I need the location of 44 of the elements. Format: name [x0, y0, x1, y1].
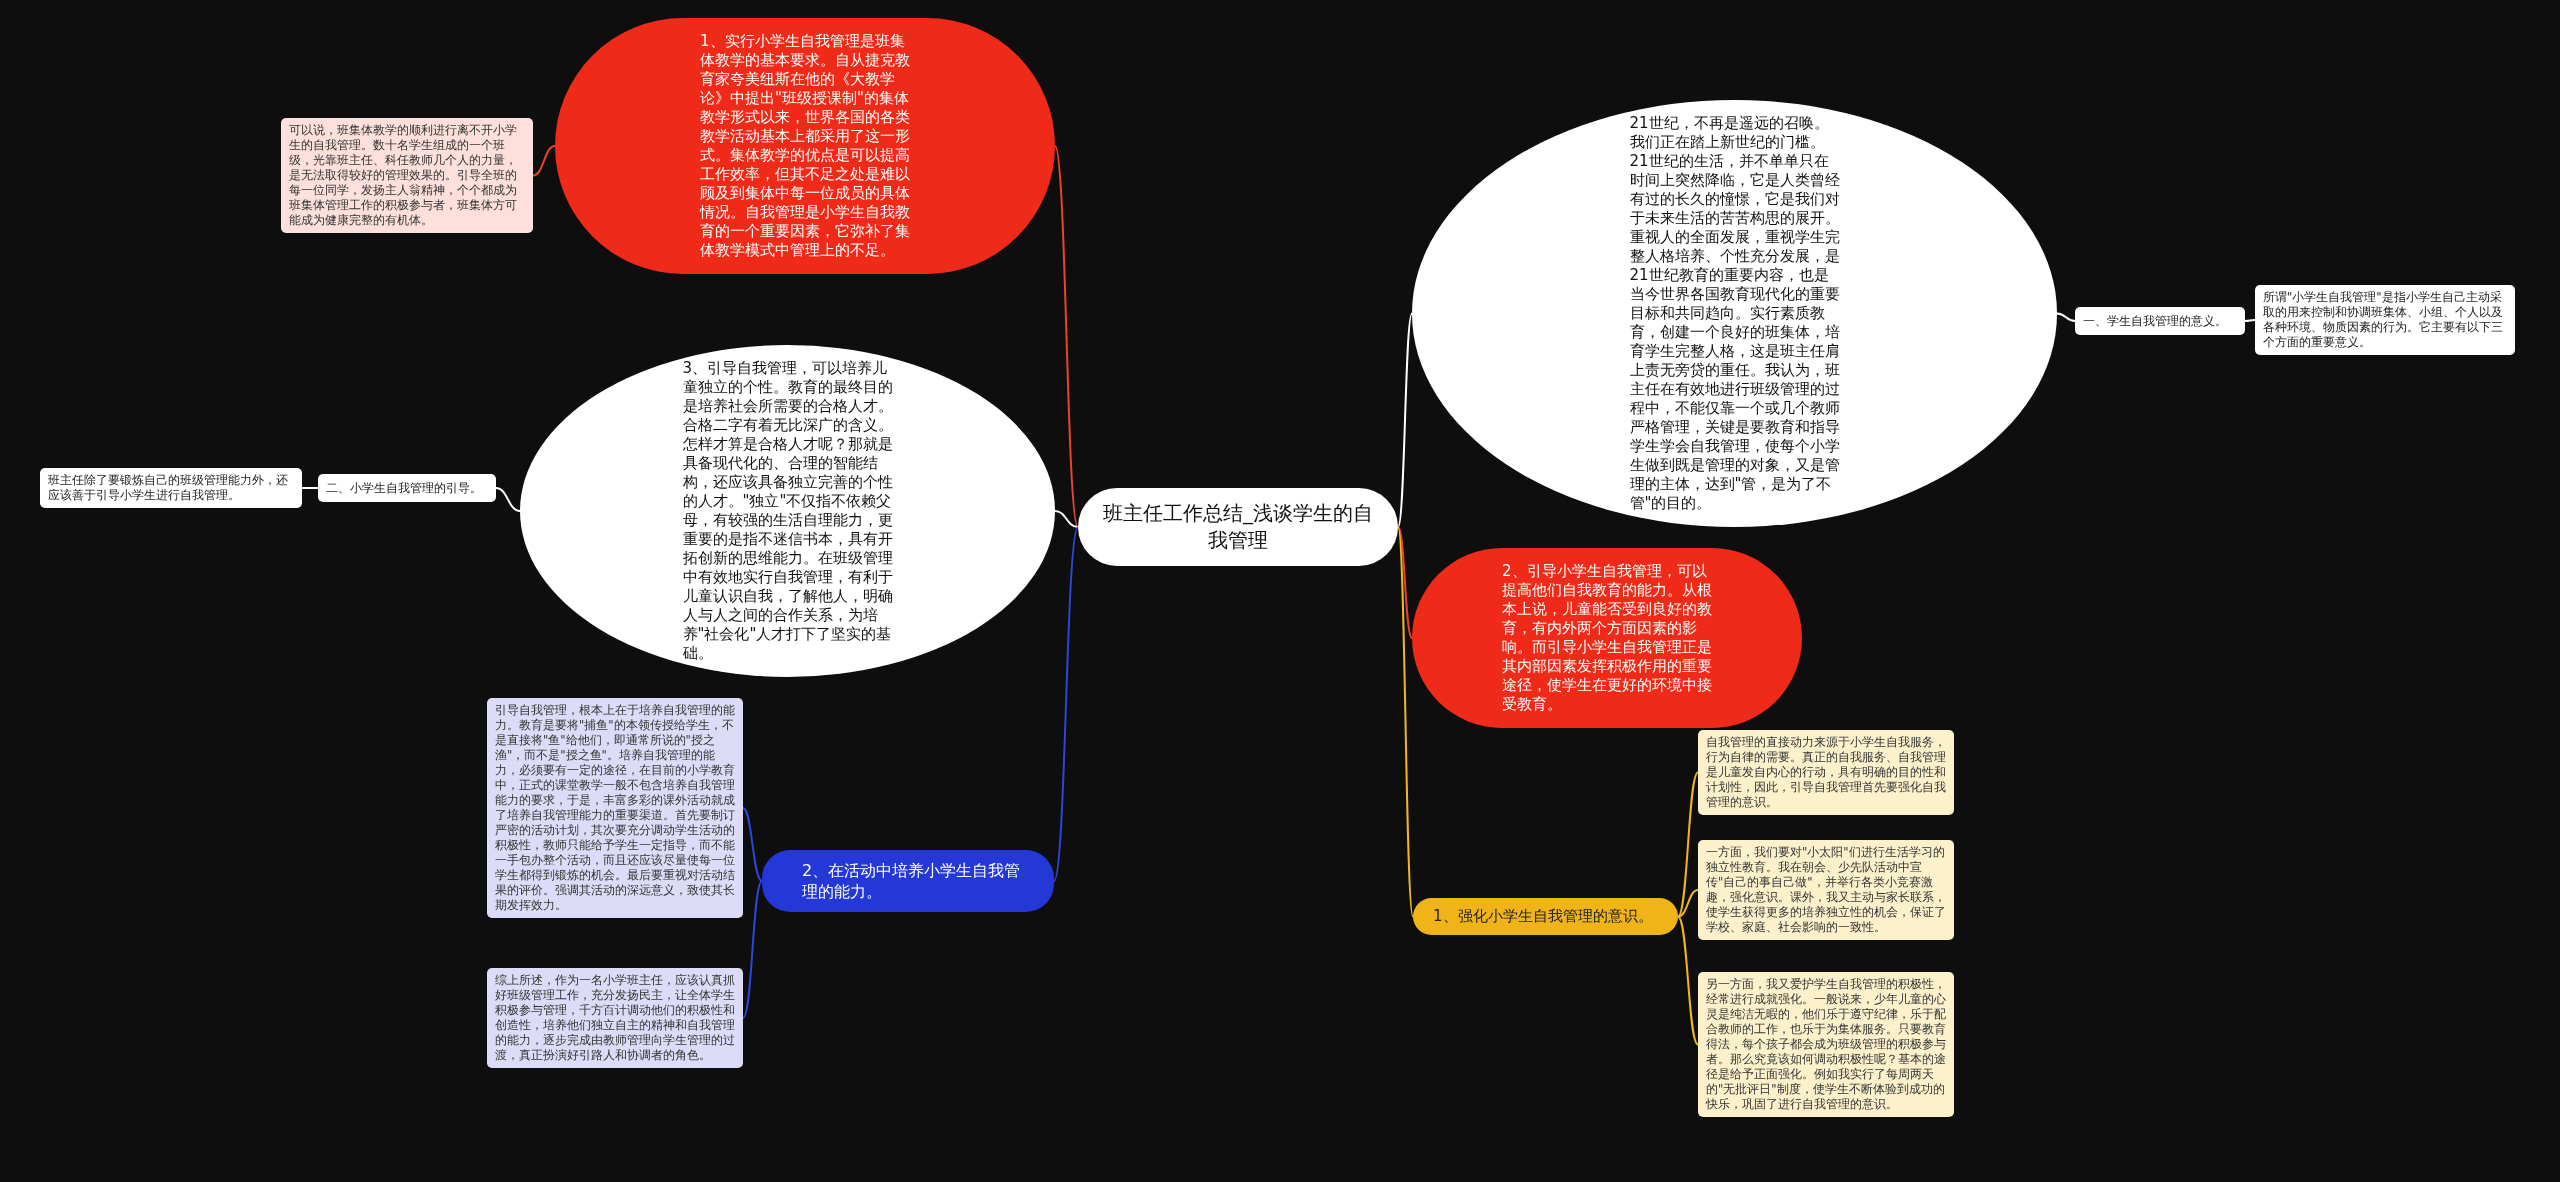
topic-text: 一方面，我们要对"小太阳"们进行生活学习的独立性教育。我在朝会、少先队活动中宣传"自己的事自己做"，并举行各类小竞赛激趣，强化意识。课外，我又主动与家长联系，使学生获得更多的培养独立性的机会，保证了学校、家庭、社会影响的一致性。 [1706, 845, 1946, 935]
note-card [487, 968, 743, 1068]
branch-line [1397, 526, 1413, 639]
topic-text: 二、小学生自我管理的引导。 [326, 480, 483, 496]
topic-text: 综上所述，作为一名小学班主任，应该认真抓好班级管理工作，充分发扬民主，让全体学生积极参与管理，千方百计调动他们的积极性和创造性，培养他们独立自主的精神和自我管理的能力，逐步完成由教师管理向学生管理的过渡，真正扮演好引路人和协调者的角色。 [495, 973, 735, 1063]
topic-text: 2、引导小学生自我管理，可以提高他们自我教育的能力。从根本上说，儿童能否受到良好的教育，有内外两个方面因素的影响。而引导小学生自我管理正是其内部因素发挥积极作用的重要途径，使学生在更好的环境中接受教育。 [1502, 562, 1712, 714]
branch-line [1677, 915, 1699, 1046]
note-card [281, 118, 533, 233]
branch-line [1677, 771, 1699, 918]
branch-line [1054, 510, 1079, 528]
branch-topic [1413, 898, 1678, 935]
topic-text: 3、引导自我管理，可以培养儿童独立的个性。教育的最终目的是培养社会所需要的合格人才。合格二字有着无比深广的含义。怎样才算是合格人才呢？那就是具备现代化的、合理的智能结构，还应该具备独立完善的个性的人才。"独立"不仅指不依赖父母，有较强的生活自理能力，更重要的是指不迷信书本，具有开拓创新的思维能力。在班级管理中有效地实行自我管理，有利于儿童认识自我，了解他人，明确人与人之间的合作关系，为培养"社会化"人才打下了坚实的基础。 [682, 359, 893, 663]
branch-line [742, 807, 763, 882]
branch-line [495, 487, 521, 512]
topic-text: 另一方面，我又爱护学生自我管理的积极性，经常进行成就强化。一般说来，少年儿童的心灵是纯洁无暇的，他们乐于遵守纪律，乐于配合教师的工作，也乐于为集体服务。只要教育得法，每个孩子都会成为班级管理的积极参与者。那么究竟该如何调动积极性呢？基本的途径是给予正面强化。例如我实行了每周两天的"无批评日"制度，使学生不断体验到成功的快乐，巩固了进行自我管理的意识。 [1706, 977, 1946, 1112]
topic-text: 班主任工作总结_浅谈学生的自我管理 [1102, 500, 1374, 554]
branch-topic [762, 850, 1054, 912]
note-card [1698, 730, 1954, 815]
branch-line [532, 145, 556, 177]
branch-topic [318, 474, 496, 502]
topic-text: 自我管理的直接动力来源于小学生自我服务，行为自律的需要。真正的自我服务、自我管理是儿童发自内心的行动，具有明确的目的性和计划性，因此，引导自我管理首先要强化自我管理的意识。 [1706, 735, 1946, 810]
central-topic [1078, 488, 1398, 566]
topic-text: 班主任除了要锻炼自己的班级管理能力外，还应该善于引导小学生进行自我管理。 [48, 473, 289, 503]
note-card [1698, 840, 1954, 940]
topic-text: 2、在活动中培养小学生自我管理的能力。 [802, 860, 1022, 902]
branch-line [2056, 312, 2076, 322]
topic-text: 引导自我管理，根本上在于培养自我管理的能力。教育是要将"捕鱼"的本领传授给学生，不是直接将"鱼"给他们，即通常所说的"授之渔"，而不是"授之鱼"。培养自我管理的能力，必须要有一定的途径，在目前的小学教育中，正式的课堂教学一般不包含培养自我管理能力的要求，于是，丰富多彩的课外活动就成了培养自我管理能力的重要渠道。首先要制订严密的活动计划，其次要充分调动学生活动的积极性，教师只能给予学生一定指导，而不能一手包办整个活动，而且还应该尽量使每一位学生都得到锻炼的机会。最后要重视对活动结果的评价。强调其活动的深远意义，致使其长期发挥效力。 [495, 703, 735, 913]
note-card [2255, 285, 2515, 355]
branch-line [1677, 889, 1699, 918]
topic-text: 1、实行小学生自我管理是班集体教学的基本要求。自从捷克教育家夸美纽斯在他的《大教学论》中提出"班级授课制"的集体教学形式以来，世界各国的各类教学活动基本上都采用了这一形式。集体教学的优点是可以提高工作效率，但其不足之处是难以顾及到集体中每一位成员的具体情况。自我管理是小学生自我教育的一个重要因素，它弥补了集体教学模式中管理上的不足。 [700, 32, 910, 260]
branch-line [1397, 526, 1414, 918]
note-card [40, 468, 302, 508]
branch-line [1397, 312, 1413, 528]
topic-text: 21世纪，不再是遥远的召唤。我们正在踏上新世纪的门槛。21世纪的生活，并不单单只在时间上突然降临，它是人类曾经有过的长久的憧憬，它是我们对于未来生活的苦苦构思的展开。重视人的全面发展，重视学生完整人格培养、个性充分发展，是21世纪教育的重要内容，也是当今世界各国教育现代化的重要目标和共同趋向。实行素质教育，创建一个良好的班集体，培育学生完整人格，这是班主任肩上责无旁贷的重任。我认为，班主任在有效地进行班级管理的过程中，不能仅靠一个或几个教师严格管理，关键是要教育和指导学生学会自我管理，使每个小学生做到既是管理的对象，又是管理的主体，达到"管，是为了不管"的目的。 [1629, 114, 1840, 513]
topic-text: 可以说，班集体教学的顺利进行离不开小学生的自我管理。数十名学生组成的一个班级，光靠班主任、科任教师几个人的力量，是无法取得较好的管理效果的。引导全班的每一位同学，发扬主人翁精神，个个都成为班集体管理工作的积极参与者，班集体方可能成为健康完整的有机体。 [289, 123, 518, 228]
branch-line [301, 487, 319, 489]
topic-text: 1、强化小学生自我管理的意识。 [1433, 906, 1654, 927]
branch-line [2244, 319, 2256, 322]
branch-line [1053, 526, 1079, 882]
branch-topic [2075, 307, 2245, 335]
topic-text: 一、学生自我管理的意义。 [2083, 313, 2228, 329]
topic-text: 所谓"小学生自我管理"是指小学生自己主动采取的用来控制和协调班集体、小组、个人以及各种环境、物质因素的行为。它主要有以下三个方面的重要意义。 [2263, 290, 2504, 350]
branch-line [742, 880, 763, 1019]
branch-line [1054, 145, 1079, 528]
